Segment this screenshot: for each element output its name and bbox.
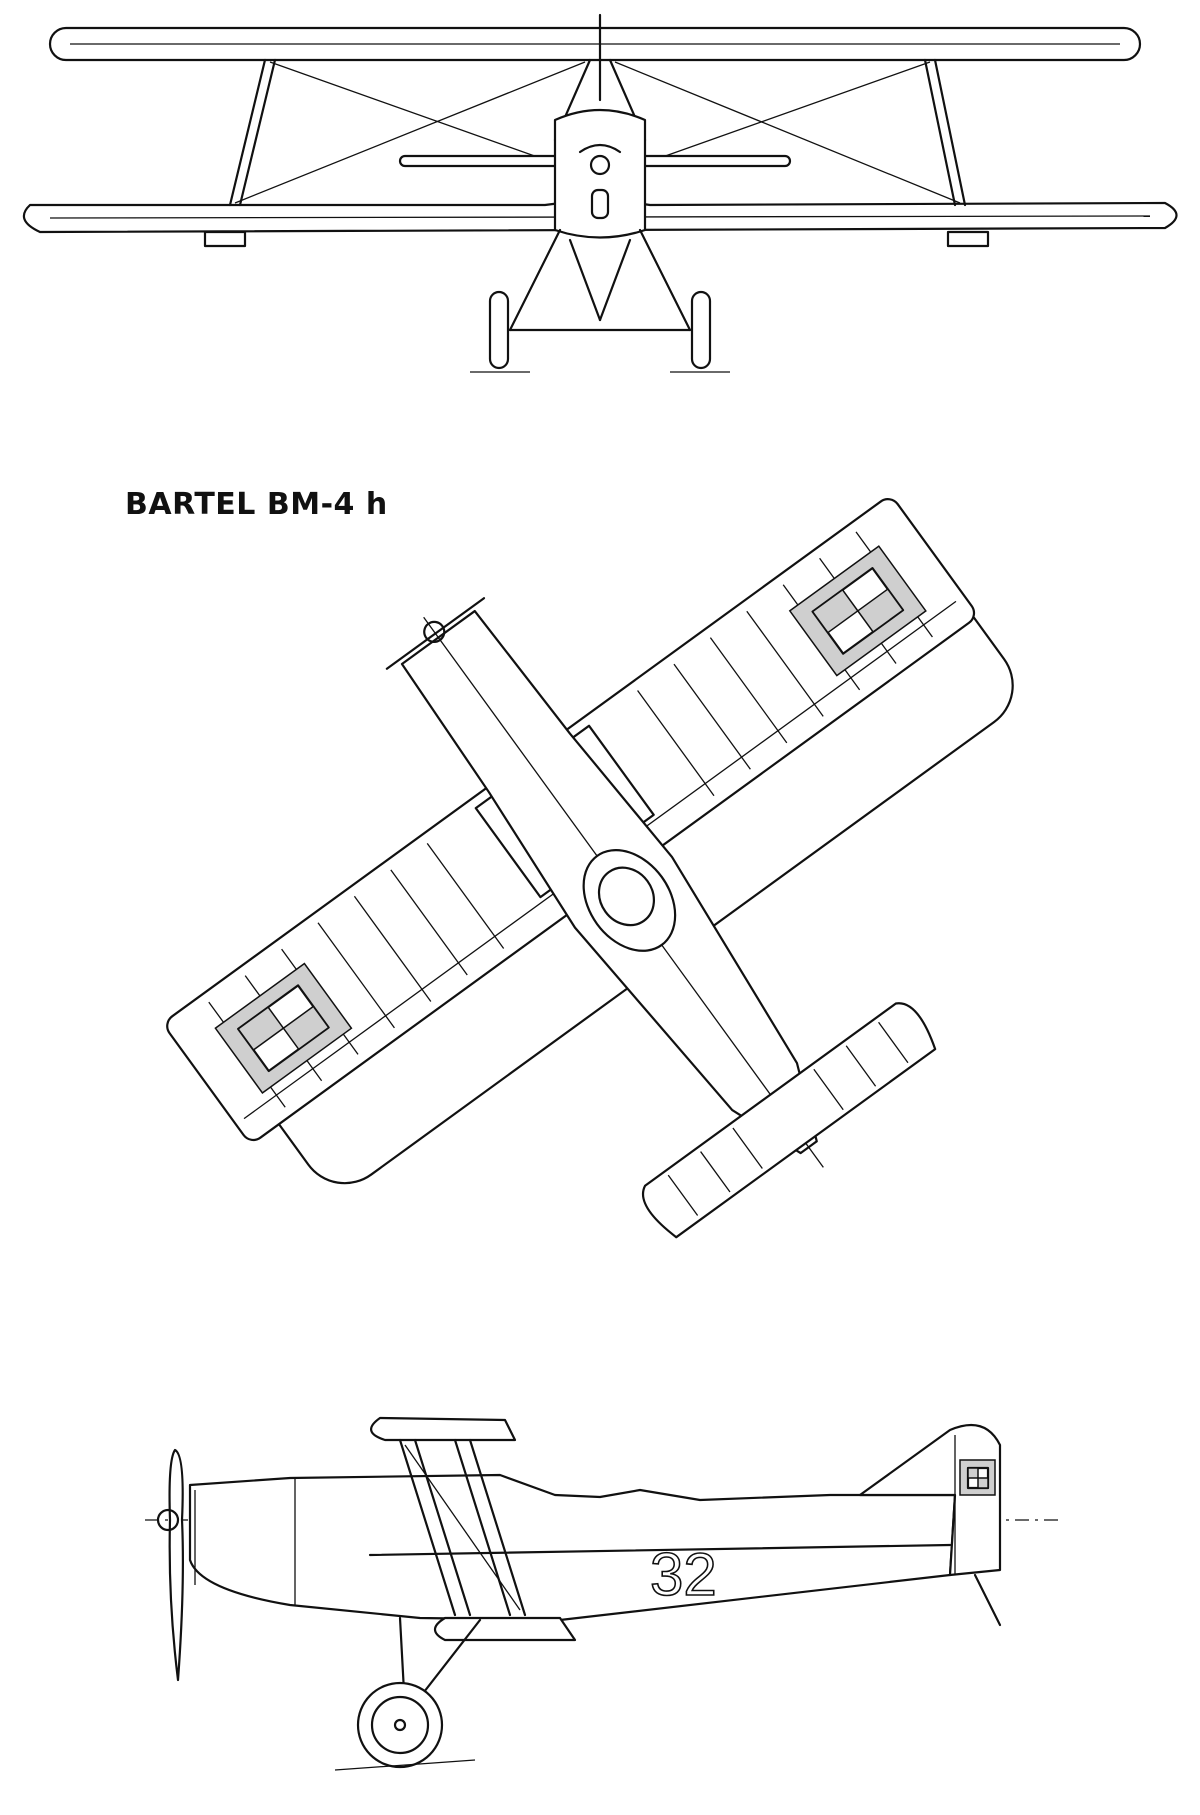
side-wheel — [356, 1681, 444, 1769]
side-roundel — [959, 1459, 996, 1496]
side-upper-wing — [370, 1416, 517, 1442]
plan-roundel-left — [214, 962, 353, 1094]
front-right-wheel — [690, 290, 712, 370]
plan-tailplane — [641, 1002, 937, 1239]
plan-view — [166, 498, 1014, 1239]
side-view: 32 — [145, 1416, 1060, 1771]
front-view — [22, 13, 1178, 373]
front-left-wheel — [488, 290, 510, 370]
side-fuselage — [188, 1473, 957, 1622]
plan-roundel-right — [788, 545, 927, 677]
aircraft-title: BARTEL BM-4 h — [125, 487, 388, 522]
side-lower-wing — [433, 1616, 577, 1642]
side-propeller — [168, 1448, 184, 1682]
side-fuselage-number: 32 — [650, 1541, 717, 1608]
